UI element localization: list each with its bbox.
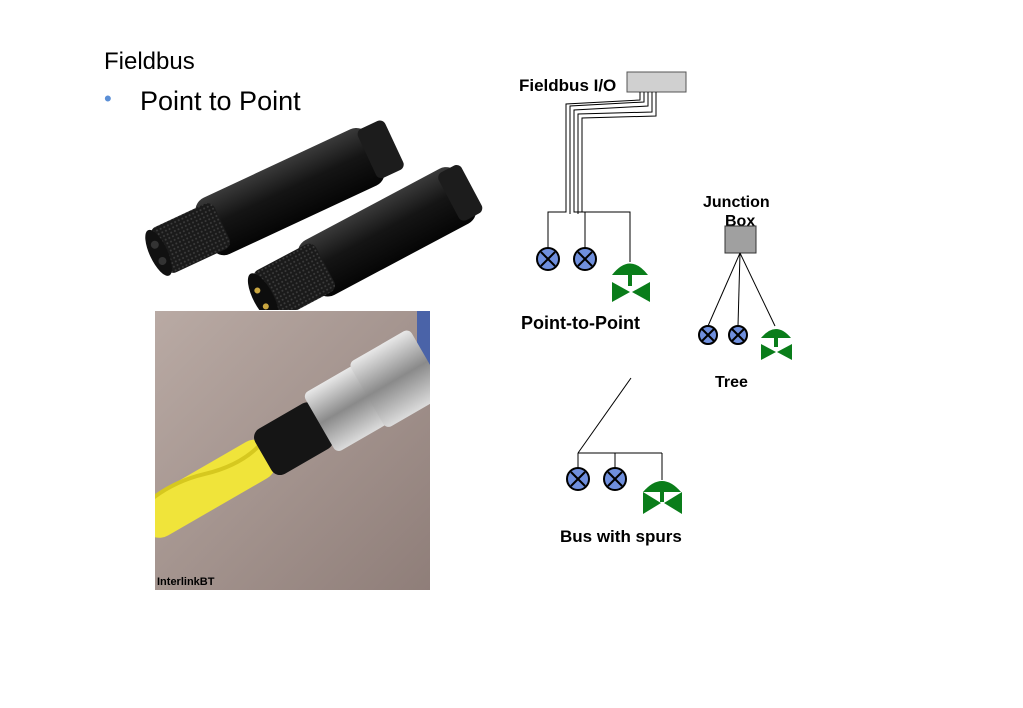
junction-box-label-line1: Junction (703, 194, 770, 211)
fieldbus-io-label: Fieldbus I/O (519, 76, 616, 95)
instrument-icon (573, 247, 597, 271)
connectors-photo (140, 115, 485, 322)
junction-box (724, 225, 757, 254)
instrument-icon (728, 325, 748, 345)
valve-icon (612, 263, 650, 302)
tree-wires (707, 252, 776, 327)
valve-icon (761, 329, 792, 360)
fieldbus-io-box (626, 71, 687, 93)
valve-icon (643, 481, 682, 514)
bullet-text: Point to Point (140, 86, 301, 116)
instrument-icon (603, 467, 627, 491)
instrument-icon (536, 247, 560, 271)
point-to-point-wires (547, 92, 657, 262)
tree-label: Tree (715, 374, 748, 391)
instrument-icon (566, 467, 590, 491)
instrument-icon (698, 325, 718, 345)
bus-wires (577, 377, 663, 480)
point-to-point-label: Point-to-Point (521, 313, 640, 333)
bullet-dot-icon: • (104, 86, 112, 111)
cable-photo-caption: InterlinkBT (157, 576, 215, 588)
slide-title: Fieldbus (104, 48, 195, 75)
bus-with-spurs-label: Bus with spurs (560, 527, 682, 546)
cable-photo: InterlinkBT (155, 311, 430, 590)
